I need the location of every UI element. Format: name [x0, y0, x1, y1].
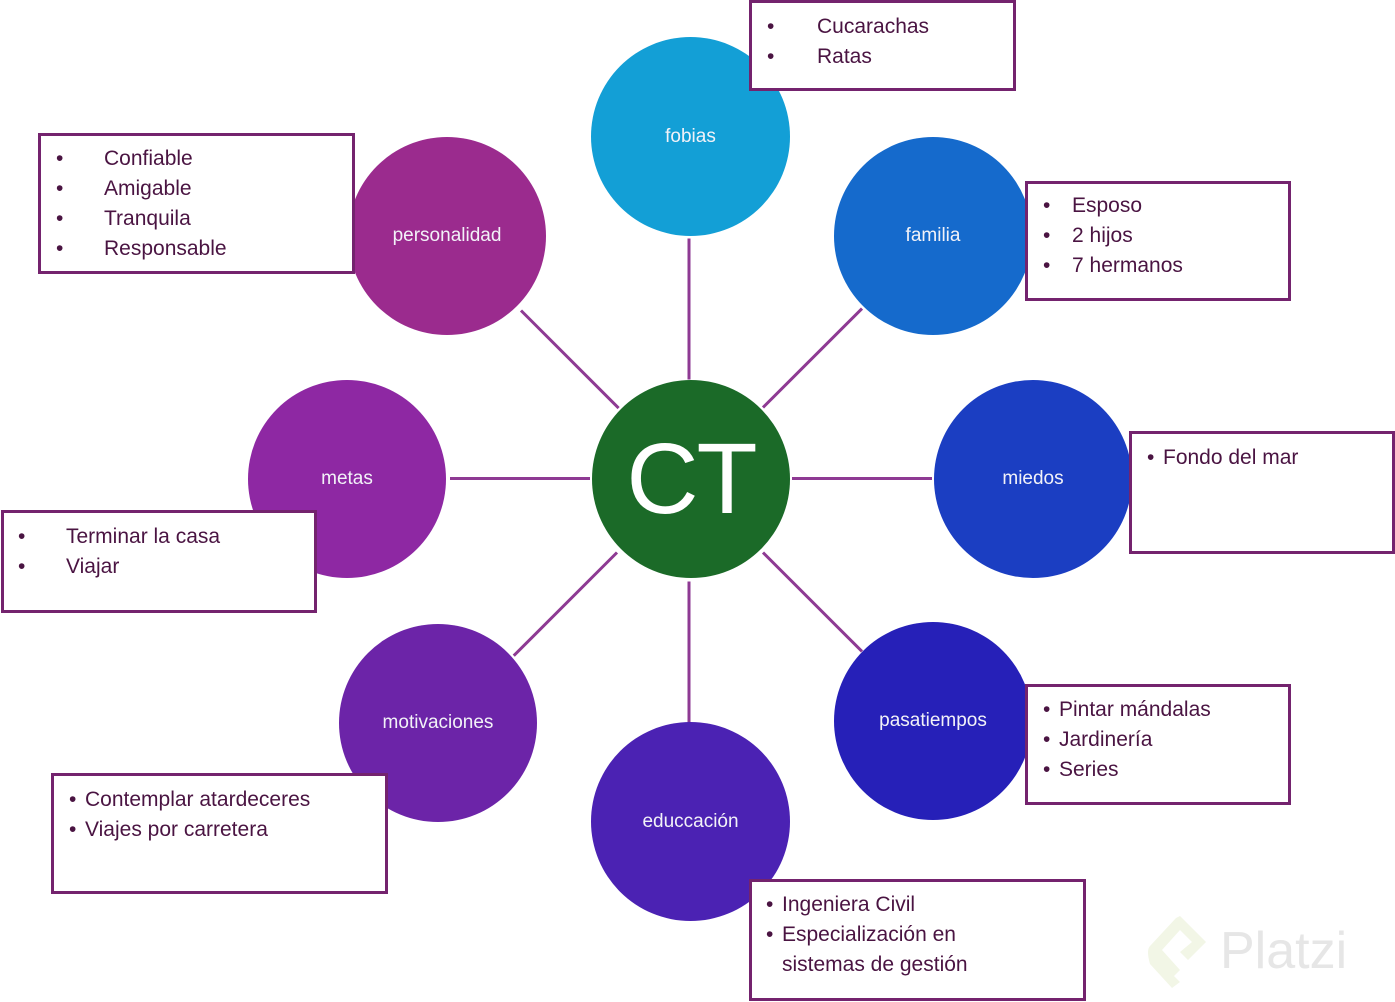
- box-metas: •Terminar la casa •Viajar: [1, 510, 317, 613]
- list-item: •Responsable: [56, 234, 352, 264]
- bullet-icon: •: [766, 893, 774, 916]
- list-item: •Ratas: [767, 42, 1013, 72]
- node-label: personalidad: [392, 225, 502, 246]
- box-miedos: •Fondo del mar: [1129, 431, 1395, 554]
- node-familia[interactable]: familia: [834, 137, 1032, 335]
- list-item: •Especialización en sistemas de gestión: [766, 920, 1012, 980]
- list-item: •Series: [1043, 755, 1288, 785]
- bullet-icon: •: [56, 207, 64, 230]
- bullet-icon: •: [69, 788, 77, 811]
- list-item: •Amigable: [56, 174, 352, 204]
- node-pasatiempos[interactable]: pasatiempos: [834, 622, 1032, 820]
- list-item: •7 hermanos: [1043, 251, 1288, 281]
- box-motivaciones: •Contemplar atardeceres •Viajes por carr…: [51, 773, 388, 894]
- list-item: •Cucarachas: [767, 12, 1013, 42]
- list-item: •Pintar mándalas: [1043, 695, 1288, 725]
- box-familia: •Esposo •2 hijos •7 hermanos: [1025, 181, 1291, 301]
- bullet-icon: •: [56, 147, 64, 170]
- bullet-icon: •: [1147, 446, 1155, 469]
- box-pasatiempos: •Pintar mándalas •Jardinería •Series: [1025, 684, 1291, 805]
- bullet-icon: •: [18, 555, 26, 578]
- platzi-watermark: Platzi: [1148, 912, 1347, 990]
- node-label: motivaciones: [382, 712, 494, 733]
- list-item: •Contemplar atardeceres: [69, 785, 385, 815]
- connector-familia: [761, 307, 864, 409]
- bullet-icon: •: [1043, 194, 1051, 217]
- center-label: CT: [626, 422, 757, 535]
- bullet-icon: •: [767, 45, 775, 68]
- connector-motivaciones: [512, 551, 619, 657]
- node-label: miedos: [1002, 468, 1064, 489]
- bullet-icon: •: [1043, 728, 1051, 751]
- node-personalidad[interactable]: personalidad: [348, 137, 546, 335]
- bullet-icon: •: [1043, 698, 1051, 721]
- node-label: educcación: [642, 810, 739, 832]
- node-label: familia: [905, 225, 961, 246]
- bullet-icon: •: [767, 15, 775, 38]
- list-item: •Terminar la casa: [18, 522, 314, 552]
- list-item: •Confiable: [56, 144, 352, 174]
- connector-personalidad: [519, 309, 620, 410]
- connector-metas: [450, 477, 590, 480]
- bullet-icon: •: [56, 237, 64, 260]
- bullet-icon: •: [1043, 224, 1051, 247]
- node-label: fobias: [665, 125, 716, 147]
- node-label: metas: [321, 468, 373, 489]
- connector-educcacion: [687, 581, 691, 723]
- list-item: •Tranquila: [56, 204, 352, 234]
- bullet-icon: •: [69, 818, 77, 841]
- bullet-icon: •: [56, 177, 64, 200]
- list-item: •Ingeniera Civil: [766, 890, 1083, 920]
- box-fobias: •Cucarachas •Ratas: [749, 0, 1016, 91]
- bullet-icon: •: [1043, 254, 1051, 277]
- node-miedos[interactable]: miedos: [934, 380, 1132, 578]
- center-node[interactable]: CT: [592, 380, 790, 578]
- bullet-icon: •: [766, 923, 774, 946]
- list-item: •Esposo: [1043, 191, 1288, 221]
- list-item: •2 hijos: [1043, 221, 1288, 251]
- list-item: •Jardinería: [1043, 725, 1288, 755]
- watermark-text: Platzi: [1220, 922, 1348, 980]
- box-personalidad: •Confiable •Amigable •Tranquila •Respons…: [38, 133, 355, 274]
- box-educcacion: •Ingeniera Civil •Especialización en sis…: [749, 879, 1086, 1001]
- bullet-icon: •: [1043, 758, 1051, 781]
- bullet-icon: •: [18, 525, 26, 548]
- list-item: •Viajar: [18, 552, 314, 582]
- connector-pasatiempos: [761, 551, 864, 653]
- node-label: pasatiempos: [879, 710, 987, 731]
- connector-fobias: [687, 238, 691, 380]
- list-item: •Fondo del mar: [1147, 443, 1392, 473]
- connector-miedos: [792, 477, 932, 480]
- platzi-logo-icon: [1148, 916, 1206, 988]
- list-item: •Viajes por carretera: [69, 815, 385, 845]
